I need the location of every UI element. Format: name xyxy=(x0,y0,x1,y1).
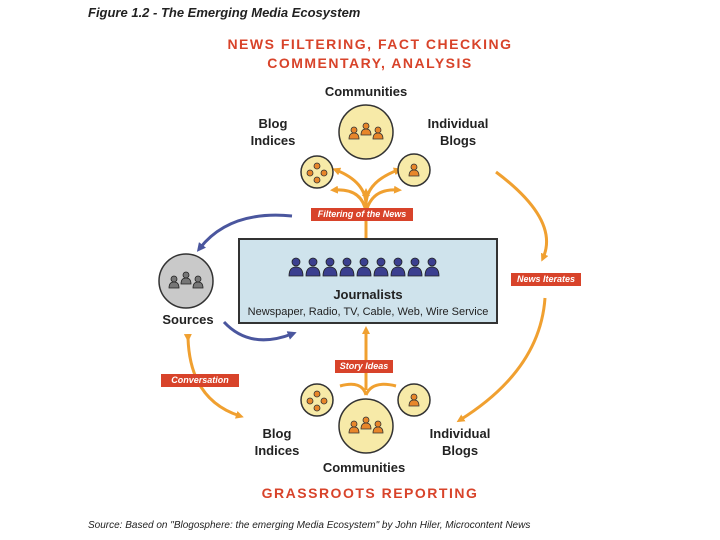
figure-title: Figure 1.2 - The Emerging Media Ecosyste… xyxy=(88,5,361,20)
story-ideas-tag: Story Ideas xyxy=(335,360,393,373)
individual-blogs-bottom-label-2: Blogs xyxy=(441,443,479,458)
top-heading-line-1: NEWS FILTERING, FACT CHECKING xyxy=(227,36,513,52)
blog-indices-bottom-label-1: Blog xyxy=(262,426,292,441)
bottom-heading: GRASSROOTS REPORTING xyxy=(261,485,479,501)
filtering-tag: Filtering of the News xyxy=(311,208,413,221)
blog-indices-bottom-label-2: Indices xyxy=(254,443,300,458)
individual-blogs-top-icon xyxy=(397,153,431,187)
journalists-label: Journalists xyxy=(333,287,403,302)
individual-blogs-top-label-2: Blogs xyxy=(439,133,477,148)
communities-top-label: Communities xyxy=(324,84,408,99)
journalists-subtitle: Newspaper, Radio, TV, Cable, Web, Wire S… xyxy=(247,306,489,318)
individual-blogs-top-label-1: Individual xyxy=(427,116,489,131)
sources-icon xyxy=(158,253,214,309)
sources-label: Sources xyxy=(162,312,214,327)
news-iterates-tag: News Iterates xyxy=(511,273,581,286)
conversation-arrow xyxy=(183,333,244,419)
individual-blogs-bottom-label-1: Individual xyxy=(429,426,491,441)
conversation-tag: Conversation xyxy=(161,374,239,387)
blue-arrow-to-journalists xyxy=(222,320,297,342)
blog-indices-bottom-icon xyxy=(300,383,334,417)
blog-indices-top-icon xyxy=(300,155,334,189)
news-iterates-arrow xyxy=(495,170,549,262)
journalists-people-icon xyxy=(288,257,440,277)
top-branch-arrows xyxy=(330,167,402,238)
journalists-box: Journalists Newspaper, Radio, TV, Cable,… xyxy=(238,238,498,324)
individual-blogs-bottom-icon xyxy=(397,383,431,417)
blue-arrow-to-sources xyxy=(196,213,293,252)
top-heading-line-2: COMMENTARY, ANALYSIS xyxy=(267,55,473,71)
communities-top-icon xyxy=(338,104,394,160)
communities-bottom-label: Communities xyxy=(322,460,406,475)
news-iterates-return-arrow xyxy=(456,297,547,423)
source-note: Source: Based on "Blogosphere: the emerg… xyxy=(88,520,531,531)
communities-bottom-icon xyxy=(338,398,394,454)
blog-indices-top-label-1: Blog xyxy=(258,116,288,131)
blog-indices-top-label-2: Indices xyxy=(250,133,296,148)
